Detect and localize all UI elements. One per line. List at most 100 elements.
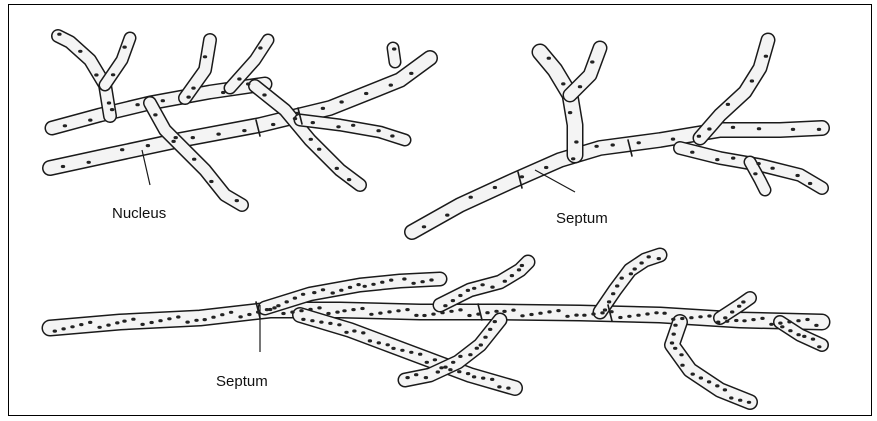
nucleus-dot (443, 304, 447, 307)
nucleus-dot (475, 347, 479, 350)
nucleus-dot (472, 287, 476, 290)
nucleus-dot (424, 376, 428, 379)
nucleus-dot (107, 101, 111, 104)
nucleus-dot (520, 175, 524, 178)
nucleus-dot (378, 312, 382, 315)
nucleus-dot (61, 165, 65, 168)
nucleus-dot (97, 326, 101, 329)
nucleus-dot (753, 172, 757, 175)
nucleus-dot (689, 316, 693, 319)
nucleus-dot (594, 145, 598, 148)
nucleus-dot (715, 158, 719, 161)
nucleus-dot (389, 279, 393, 282)
nucleus-dot (356, 283, 360, 286)
nucleus-dot (544, 166, 548, 169)
septum-label-top: Septum (556, 210, 608, 227)
nucleus-dot (791, 128, 795, 131)
nucleus-dot (176, 315, 180, 318)
nucleus-dot (707, 380, 711, 383)
nucleus-dot (391, 347, 395, 350)
nucleus-dot (194, 319, 198, 322)
nucleus-dot (723, 388, 727, 391)
nucleus-dot (429, 278, 433, 281)
nucleus-dot (620, 277, 624, 280)
nucleus-dot (326, 312, 330, 315)
nucleus-dot (422, 314, 426, 317)
nucleus-dot (405, 308, 409, 311)
nucleus-dot (715, 384, 719, 387)
nucleus-dot (517, 268, 521, 271)
nucleus-dot (547, 310, 551, 313)
nucleus-dot (466, 289, 470, 292)
nucleus-dot (376, 129, 380, 132)
nucleus-dot (494, 310, 498, 313)
nucleus-dot (422, 225, 426, 228)
nucleus-dot (352, 329, 356, 332)
hypha-bottom-branch-1-lumen (440, 262, 528, 305)
nucleus-dot (425, 361, 429, 364)
nucleus-dot (247, 313, 251, 316)
nucleus-dot (79, 323, 83, 326)
nucleus-dot (88, 119, 92, 122)
nucleus-dot (633, 267, 637, 270)
nucleus-dot (691, 373, 695, 376)
nucleus-dot (764, 55, 768, 58)
nucleus-dot (493, 320, 497, 323)
nucleus-dot (339, 289, 343, 292)
nucleus-dot (737, 305, 741, 308)
nucleus-dot (431, 313, 435, 316)
nucleus-dot (221, 91, 225, 94)
nucleus-dot (262, 93, 266, 96)
nucleus-dot (237, 77, 241, 80)
nucleus-dot (511, 309, 515, 312)
nucleus-dot (185, 321, 189, 324)
nucleus-dot (290, 311, 294, 314)
nucleus-dot (699, 376, 703, 379)
nucleus-dot (673, 347, 677, 350)
nucleus-dot (472, 375, 476, 378)
nucleus-dot (497, 385, 501, 388)
nucleus-dot (503, 280, 507, 283)
nucleus-dot (506, 387, 510, 390)
nucleus-dot (680, 317, 684, 320)
nucleus-label: Nucleus (112, 205, 166, 222)
nucleus-dot (414, 314, 418, 317)
nucleus-dot (734, 319, 738, 322)
nucleus-dot (53, 330, 57, 333)
nucleus-dot (716, 321, 720, 324)
nucleus-dot (191, 87, 195, 90)
nucleus-dot (220, 313, 224, 316)
nucleus-dot (342, 309, 346, 312)
nucleus-dot (146, 144, 150, 147)
nucleus-dot (611, 292, 615, 295)
nucleus-dot (380, 281, 384, 284)
nucleus-dot (639, 261, 643, 264)
nucleus-dot (451, 361, 455, 364)
nucleus-dot (488, 328, 492, 331)
nucleus-dot (603, 308, 607, 311)
septum-leader-top (535, 170, 575, 192)
nucleus-dot (312, 291, 316, 294)
nucleus-dot (363, 285, 367, 288)
nucleus-dot (561, 82, 565, 85)
nucleus-dot (295, 112, 299, 115)
nucleus-dot (538, 312, 542, 315)
nucleus-dot (331, 291, 335, 294)
nucleus-dot (571, 157, 575, 160)
nucleus-dot (351, 308, 355, 311)
nucleus-dot (242, 129, 246, 132)
nucleus-dot (158, 319, 162, 322)
nucleus-dot (246, 82, 250, 85)
nucleus-dot (319, 321, 323, 324)
nucleus-dot (321, 107, 325, 110)
nucleus-dot (476, 313, 480, 316)
nucleus-dot (371, 283, 375, 286)
nucleus-dot (627, 315, 631, 318)
nucleus-dot (770, 167, 774, 170)
nucleus-dot (335, 311, 339, 314)
nucleus-dot (272, 306, 276, 309)
nucleus-dot (209, 180, 213, 183)
nucleus-dot (741, 300, 745, 303)
nucleus-dot (469, 196, 473, 199)
nucleus-dot (467, 314, 471, 317)
